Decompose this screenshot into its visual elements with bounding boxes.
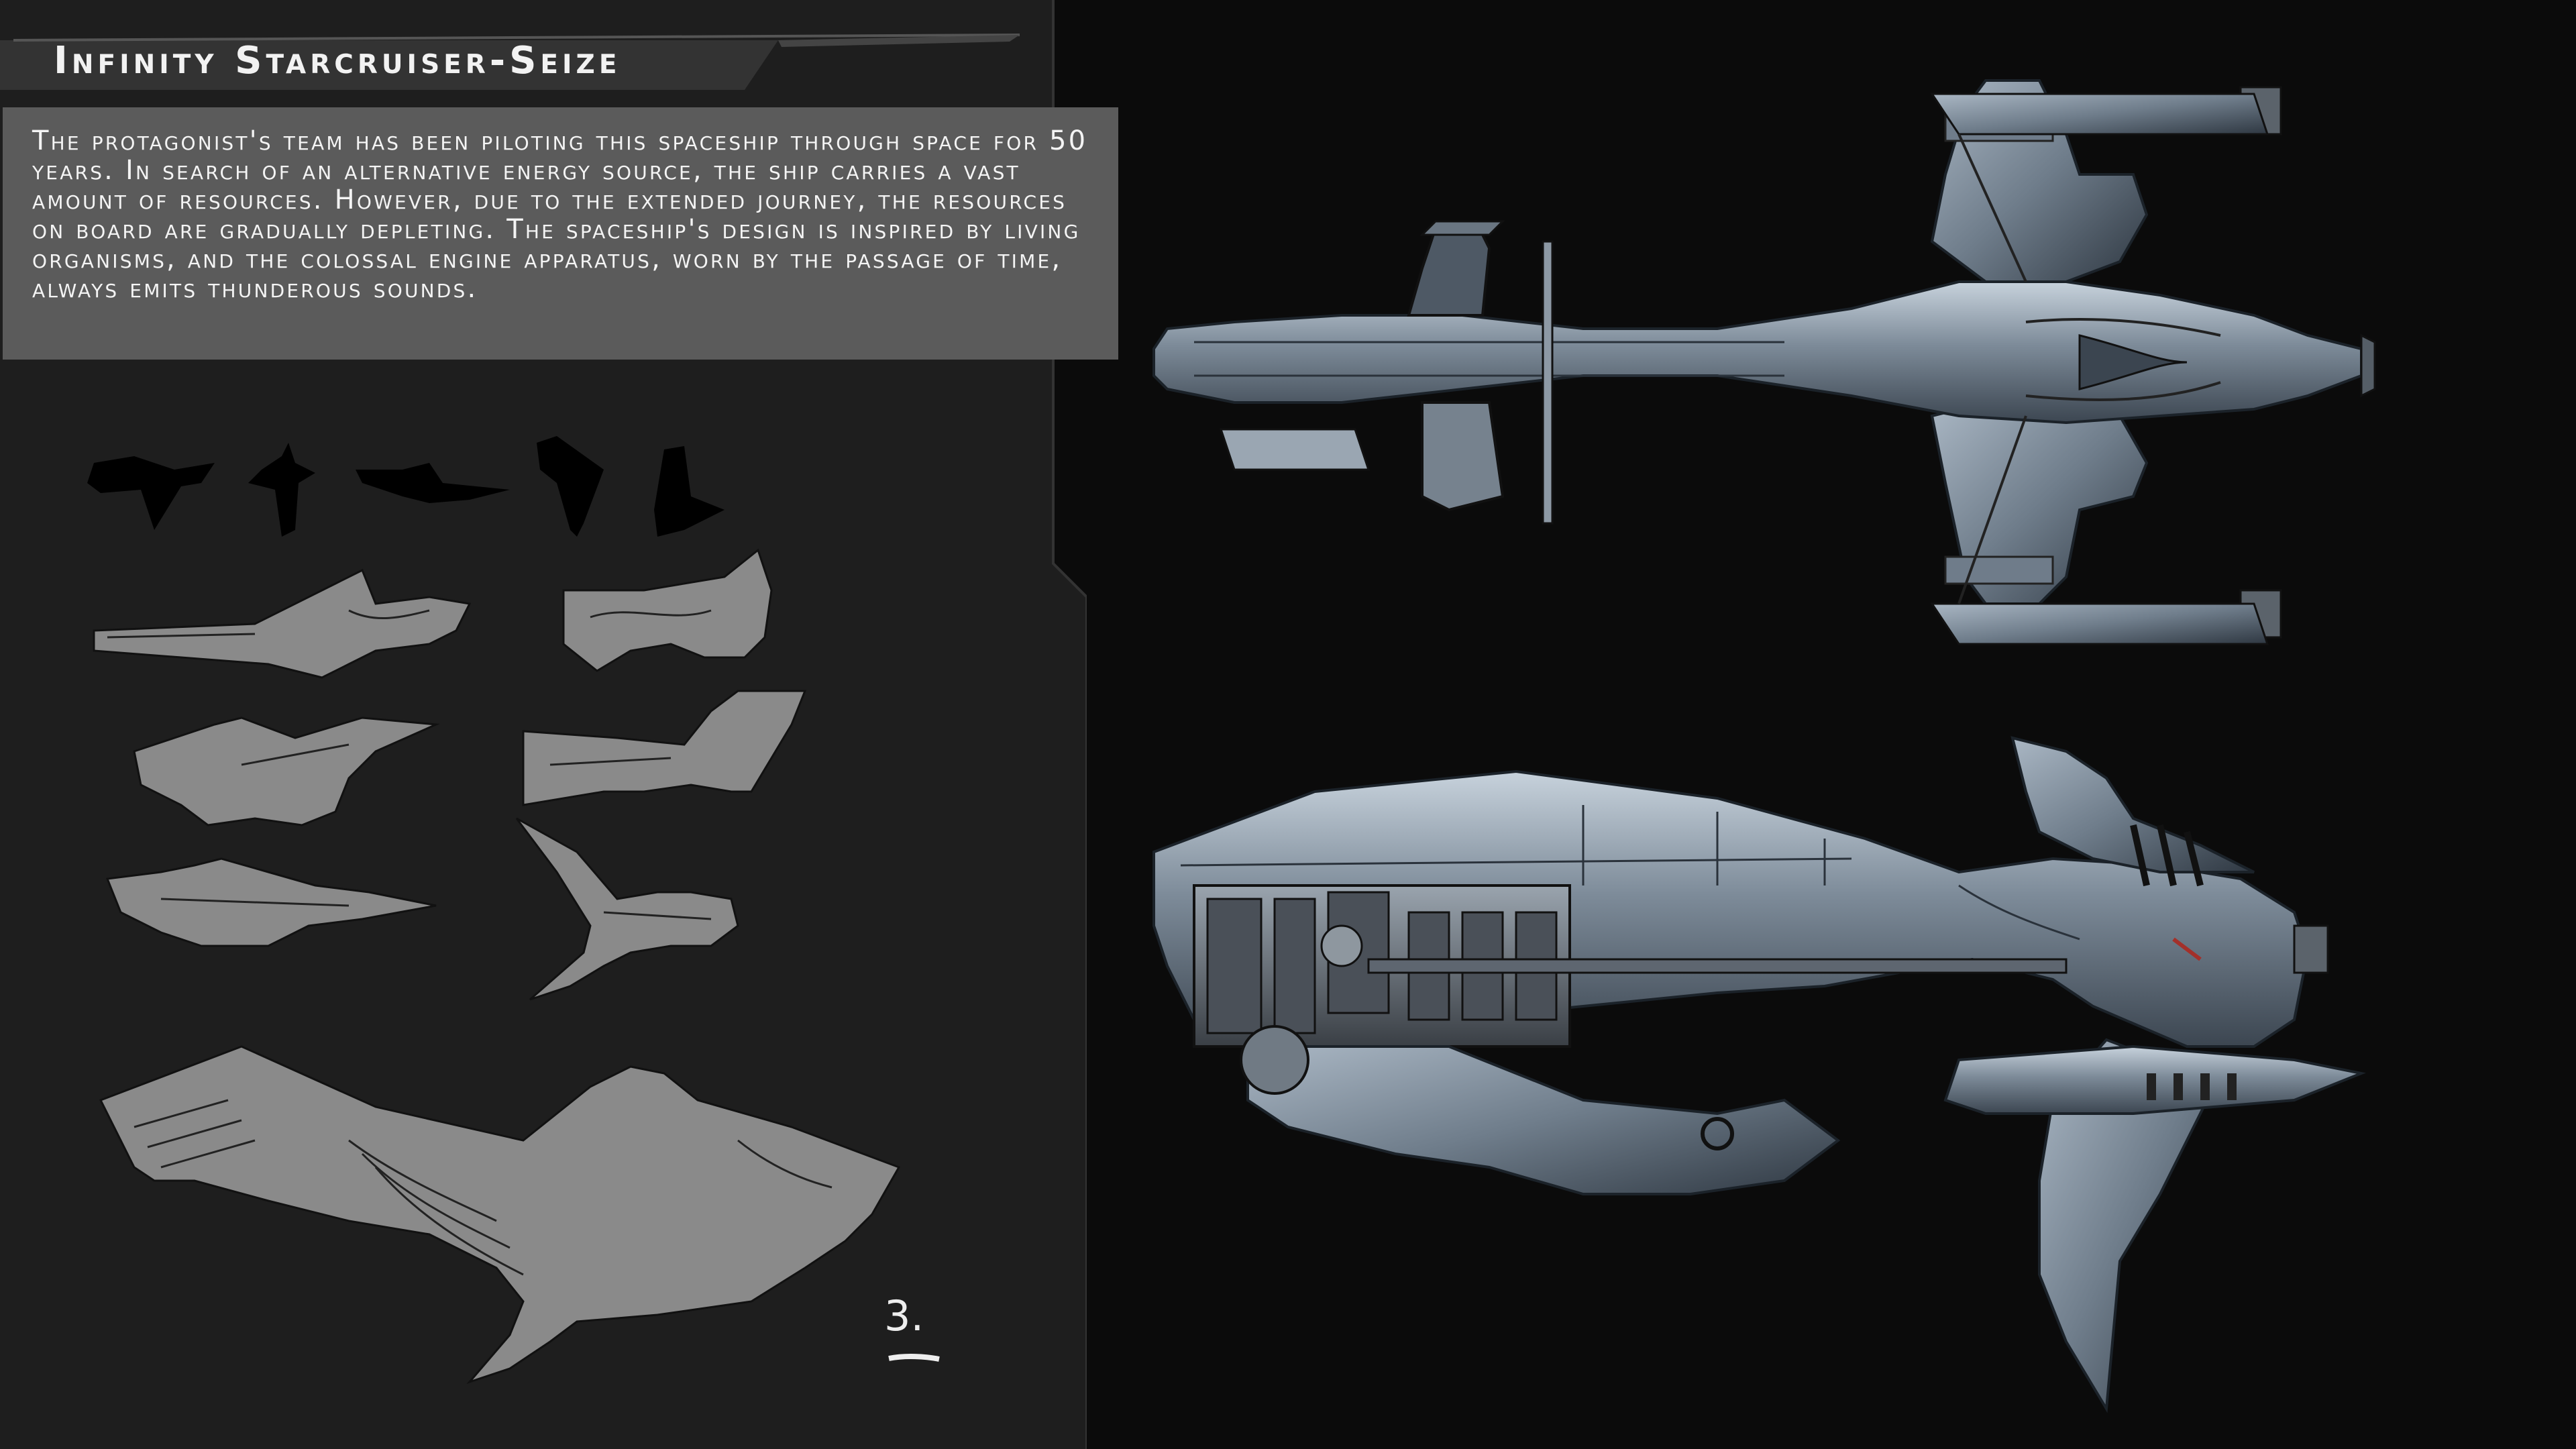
page-title: Infinity Starcruiser-Seize	[54, 39, 621, 83]
render-area	[1114, 0, 2576, 1449]
description-text: The protagonist's team has been piloting…	[32, 125, 1088, 304]
ship-side-view	[1152, 736, 2366, 1413]
side-top-fin	[2010, 736, 2255, 873]
side-barrel	[1367, 958, 2068, 974]
top-main-hull	[1152, 280, 2363, 425]
top-cross-bar	[1542, 240, 1554, 525]
title-bar: Infinity Starcruiser-Seize	[0, 36, 778, 90]
description-box: The protagonist's team has been piloting…	[3, 107, 1118, 360]
top-lower-pod	[1421, 401, 1505, 512]
sketch-panel: Infinity Starcruiser-Seize The protagoni…	[0, 0, 1118, 1449]
ship-renders	[1152, 79, 2376, 1413]
side-keel	[1246, 1045, 1841, 1195]
ship-top-view	[1152, 79, 2376, 645]
sketch-number: 3.	[884, 1291, 924, 1340]
